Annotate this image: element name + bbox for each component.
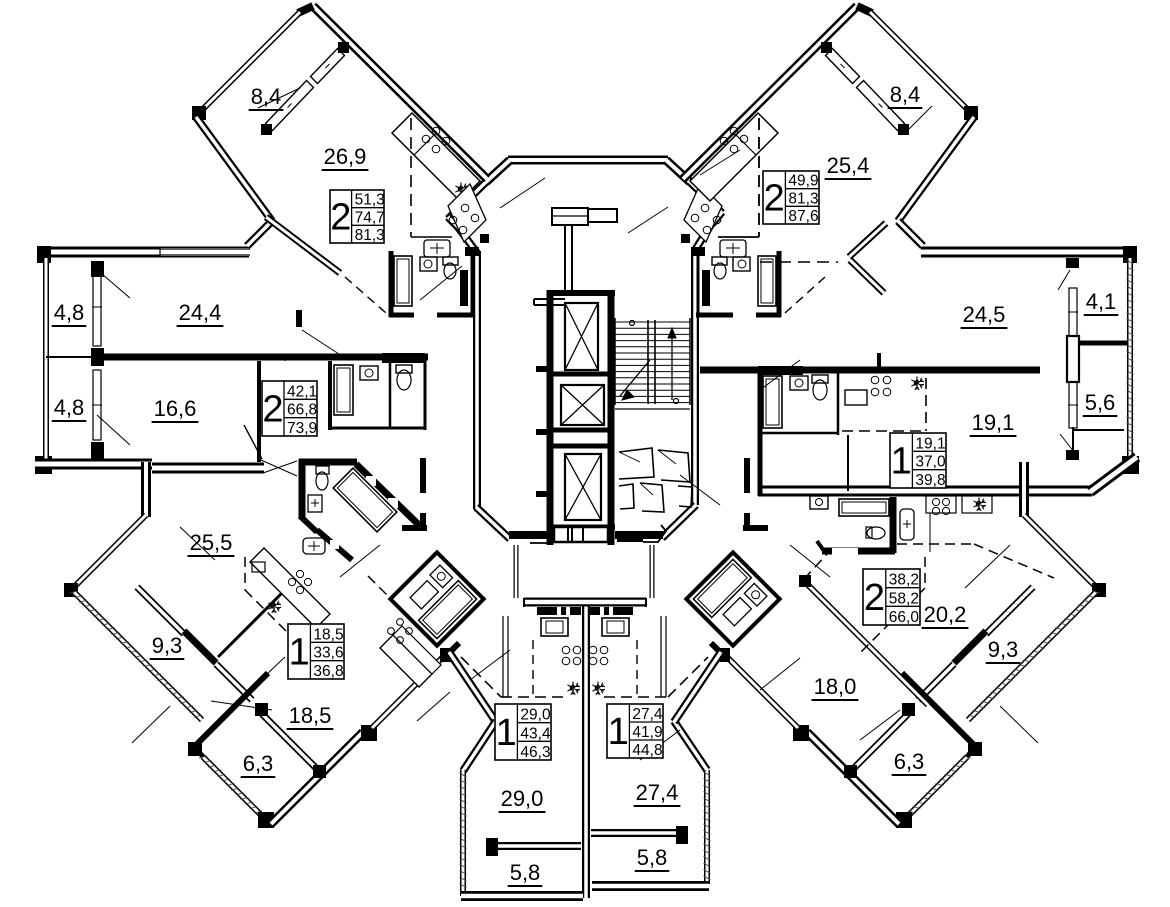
svg-text:5,8: 5,8 [637, 845, 668, 870]
svg-text:37,0: 37,0 [915, 454, 946, 471]
svg-text:8,4: 8,4 [890, 82, 921, 107]
svg-text:1: 1 [891, 441, 912, 483]
svg-text:39,8: 39,8 [915, 472, 945, 489]
svg-text:58,2: 58,2 [889, 590, 919, 607]
svg-text:6,3: 6,3 [894, 749, 925, 774]
svg-text:41,9: 41,9 [632, 724, 662, 741]
svg-text:27,4: 27,4 [636, 780, 679, 805]
svg-text:6,3: 6,3 [243, 751, 274, 776]
svg-text:5,8: 5,8 [510, 860, 541, 885]
svg-text:9,3: 9,3 [988, 637, 1019, 662]
svg-text:25,5: 25,5 [190, 530, 233, 555]
svg-text:4,8: 4,8 [54, 395, 85, 420]
svg-text:66,0: 66,0 [889, 609, 920, 626]
svg-text:2: 2 [764, 178, 785, 220]
svg-text:24,5: 24,5 [963, 302, 1006, 327]
svg-text:16,6: 16,6 [154, 396, 197, 421]
svg-text:25,4: 25,4 [827, 153, 870, 178]
svg-text:33,6: 33,6 [313, 645, 343, 662]
svg-text:81,3: 81,3 [788, 190, 818, 207]
svg-text:5,6: 5,6 [1085, 390, 1116, 415]
svg-text:1: 1 [496, 712, 517, 754]
svg-text:81,3: 81,3 [355, 227, 385, 244]
svg-text:51,3: 51,3 [355, 192, 385, 209]
svg-text:19,1: 19,1 [915, 435, 945, 452]
svg-text:87,6: 87,6 [788, 208, 818, 225]
svg-text:2: 2 [864, 577, 885, 619]
svg-text:29,0: 29,0 [501, 786, 544, 811]
svg-text:49,9: 49,9 [788, 173, 818, 190]
svg-text:20,2: 20,2 [924, 602, 967, 627]
svg-text:38,2: 38,2 [889, 572, 919, 589]
svg-text:43,4: 43,4 [520, 725, 551, 742]
svg-text:2: 2 [330, 197, 351, 239]
svg-text:8,4: 8,4 [251, 84, 282, 109]
svg-text:44,8: 44,8 [632, 742, 662, 759]
svg-text:9,3: 9,3 [152, 633, 183, 658]
svg-text:1: 1 [289, 632, 310, 674]
svg-text:27,4: 27,4 [632, 706, 663, 723]
svg-text:74,7: 74,7 [355, 209, 385, 226]
svg-text:19,1: 19,1 [972, 410, 1015, 435]
svg-text:29,0: 29,0 [520, 707, 551, 724]
svg-text:2: 2 [262, 389, 283, 431]
svg-text:4,8: 4,8 [54, 300, 85, 325]
svg-text:46,3: 46,3 [520, 744, 550, 761]
svg-text:1: 1 [608, 711, 629, 753]
svg-text:36,8: 36,8 [313, 663, 343, 680]
svg-text:4,1: 4,1 [1086, 289, 1117, 314]
svg-text:18,5: 18,5 [313, 626, 343, 643]
svg-text:66,8: 66,8 [287, 402, 317, 419]
svg-text:24,4: 24,4 [179, 300, 222, 325]
svg-text:18,5: 18,5 [289, 703, 332, 728]
svg-text:18,0: 18,0 [814, 674, 857, 699]
svg-text:26,9: 26,9 [324, 144, 367, 169]
svg-text:42,1: 42,1 [287, 383, 317, 400]
svg-text:73,9: 73,9 [287, 420, 317, 437]
